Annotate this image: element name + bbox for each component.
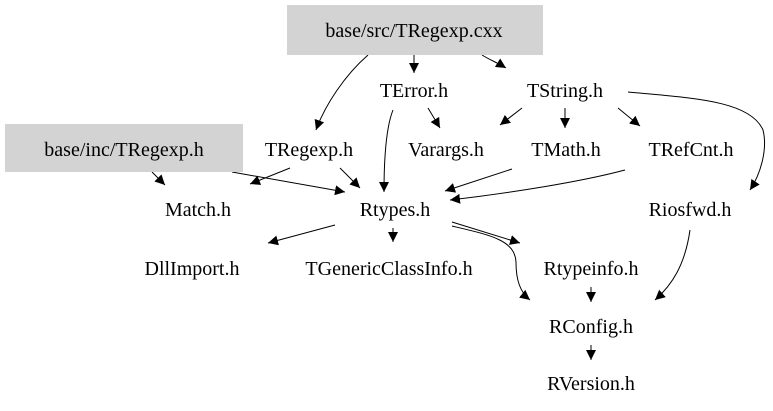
node-label: Rtypeinfo.h [544, 258, 639, 280]
edge-rtypes-to-dllimport [267, 224, 336, 246]
node-label: TError.h [380, 80, 448, 102]
edge-inc-to-match [151, 171, 166, 186]
edge-tregexp-to-rtypes [339, 167, 361, 189]
node-tgci[interactable]: TGenericClassInfo.h [305, 258, 472, 280]
node-label: base/inc/TRegexp.h [44, 139, 203, 161]
node-label: DllImport.h [145, 258, 240, 280]
node-box [287, 5, 543, 55]
node-trefcnt[interactable]: TRefCnt.h [649, 139, 734, 161]
node-cxx[interactable]: base/src/TRegexp.cxx [287, 5, 543, 55]
node-match[interactable]: Match.h [165, 199, 231, 221]
node-box [5, 124, 243, 172]
node-label: TString.h [527, 80, 603, 102]
node-rtypeinfo[interactable]: Rtypeinfo.h [544, 258, 639, 280]
node-label: RConfig.h [549, 316, 633, 338]
node-label: TRegexp.h [265, 139, 353, 161]
edge-tstring-to-riosfwd [627, 91, 766, 191]
node-rversion[interactable]: RVersion.h [547, 373, 635, 395]
edge-rtypes-to-rtypeinfo [451, 221, 521, 245]
node-label: Varargs.h [408, 139, 484, 161]
node-tstring[interactable]: TString.h [527, 80, 603, 102]
node-inc[interactable]: base/inc/TRegexp.h [5, 124, 243, 172]
node-tmath[interactable]: TMath.h [531, 139, 600, 161]
node-label: Riosfwd.h [649, 199, 732, 221]
node-terror[interactable]: TError.h [380, 80, 448, 102]
edge-cxx-to-tregexp [314, 54, 369, 131]
edge-tmath-to-rtypes [444, 168, 513, 193]
node-label: TMath.h [531, 139, 600, 161]
node-tregexp[interactable]: TRegexp.h [265, 139, 353, 161]
edge-terror-to-rtypes [379, 109, 394, 193]
node-label: RVersion.h [547, 373, 635, 395]
node-dllimport[interactable]: DllImport.h [145, 258, 240, 280]
edge-inc-to-rtypes [231, 171, 346, 196]
node-riosfwd[interactable]: Riosfwd.h [649, 199, 732, 221]
node-varargs[interactable]: Varargs.h [408, 139, 484, 161]
node-rconfig[interactable]: RConfig.h [549, 316, 633, 338]
node-label: Match.h [165, 199, 231, 221]
edge-trefcnt-to-rtypes [449, 169, 626, 204]
edge-tstring-to-varargs [499, 107, 523, 126]
edge-tstring-to-trefcnt [617, 107, 641, 127]
edge-cxx-to-tstring [481, 54, 507, 69]
node-label: base/src/TRegexp.cxx [325, 20, 502, 42]
edge-rtypes-to-rconfig [451, 225, 531, 301]
node-label: Rtypes.h [360, 199, 431, 221]
edge-terror-to-varargs [427, 107, 441, 129]
node-label: TRefCnt.h [649, 139, 734, 161]
edge-riosfwd-to-rconfig [654, 229, 691, 301]
node-label: TGenericClassInfo.h [305, 258, 472, 280]
node-rtypes[interactable]: Rtypes.h [360, 199, 431, 221]
edge-tregexp-to-match [249, 167, 291, 185]
